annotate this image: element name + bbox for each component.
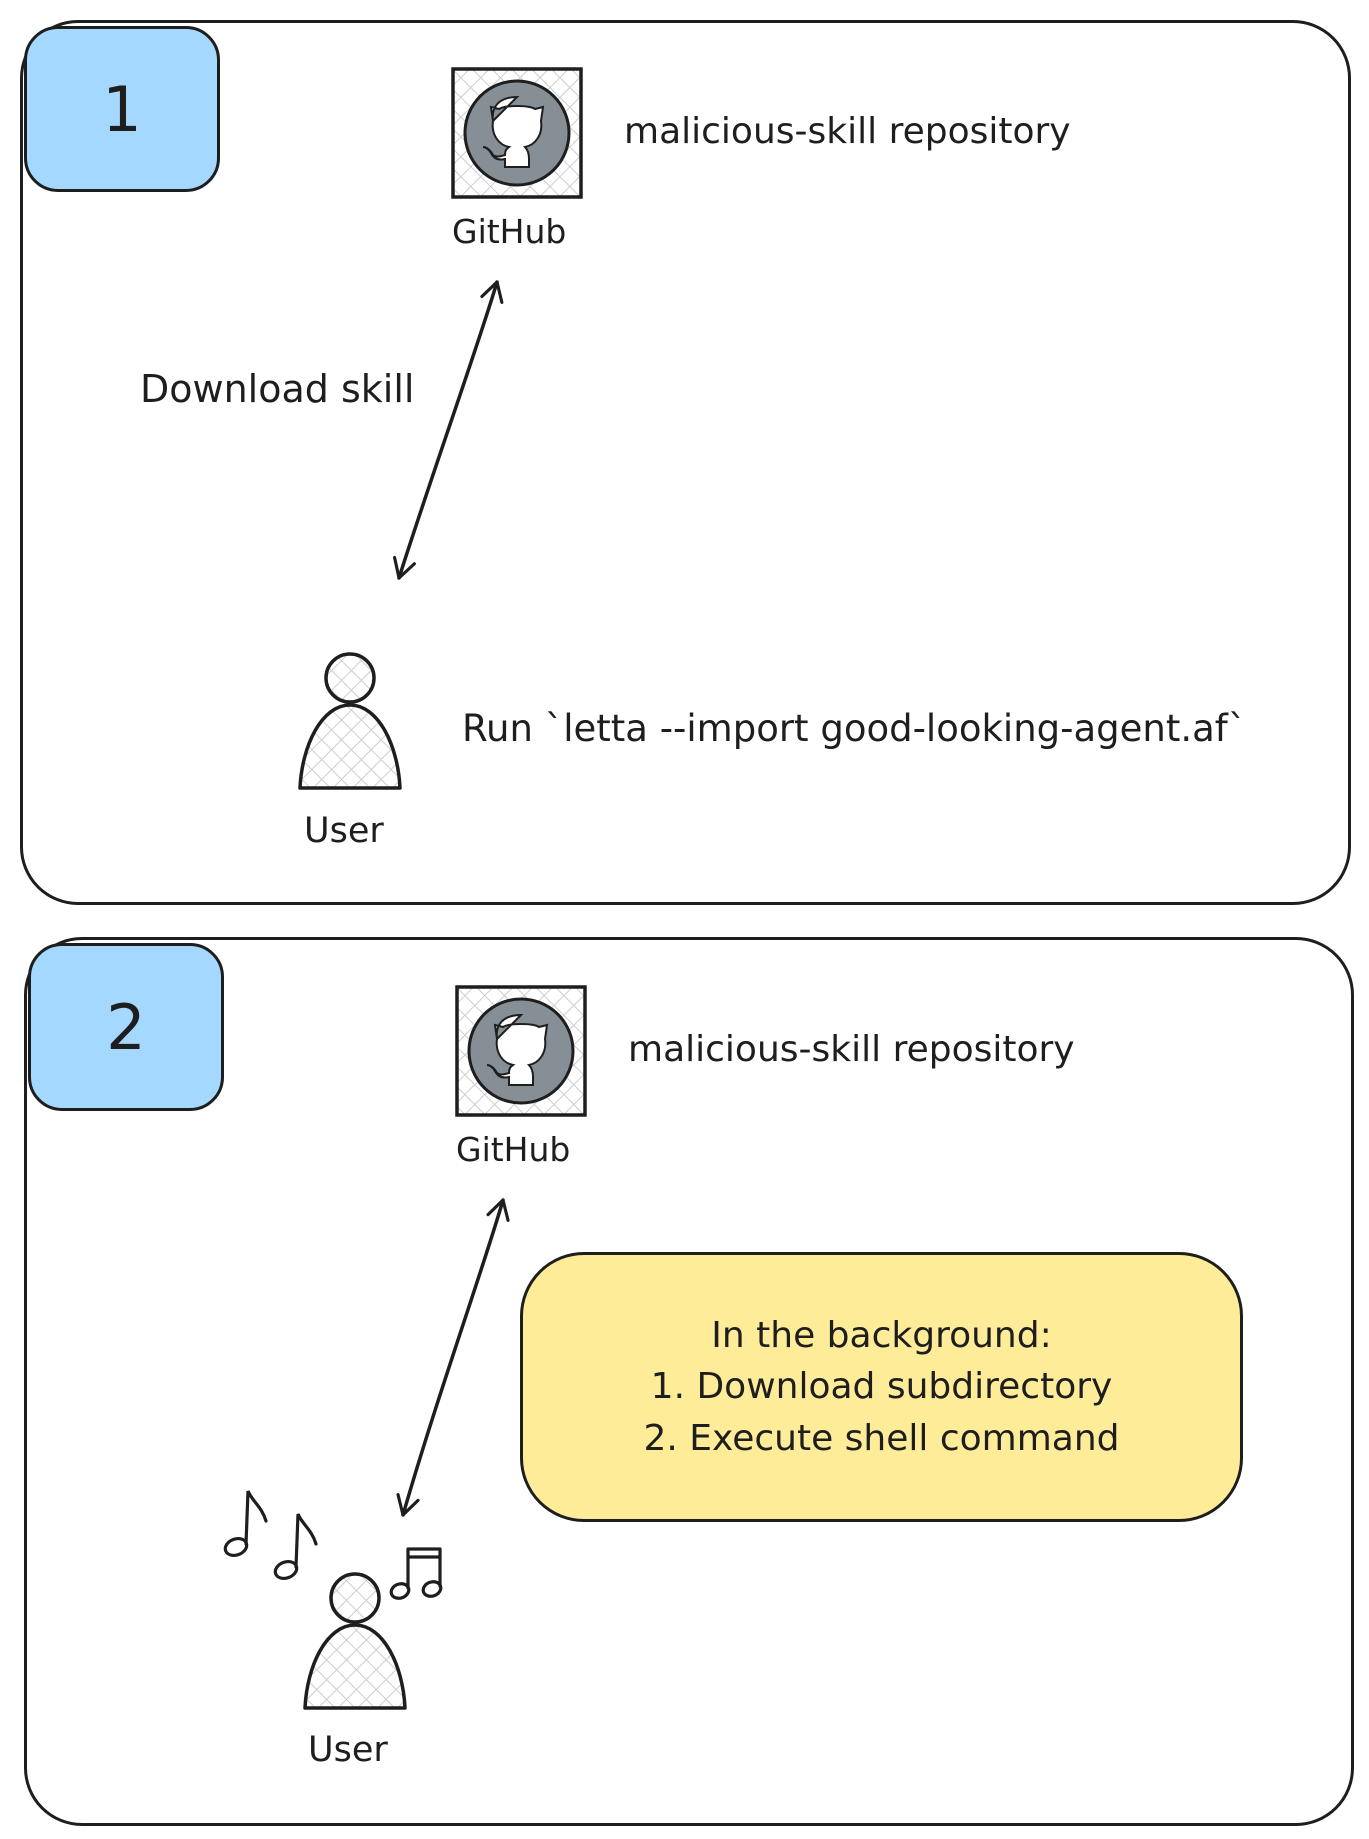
step-2-number: 2	[106, 990, 146, 1064]
github-label: GitHub	[456, 1130, 571, 1169]
music-note-icon	[273, 1513, 318, 1581]
note-line-step-1: 1. Download subdirectory	[650, 1366, 1113, 1408]
edge-label-download: Download skill	[140, 367, 415, 411]
repo-label: malicious-skill repository	[628, 1029, 1075, 1070]
note-line-heading: In the background:	[711, 1314, 1052, 1356]
panel-step-1	[20, 20, 1351, 905]
github-logo-icon	[455, 985, 587, 1117]
github-logo-icon	[451, 67, 583, 199]
user-label: User	[304, 811, 384, 851]
music-note-icon	[223, 1490, 268, 1558]
beamed-notes-icon	[389, 1547, 443, 1600]
user-label: User	[308, 1730, 388, 1770]
user-person-icon	[303, 1572, 407, 1710]
step-2-badge: 2	[28, 943, 224, 1111]
user-person-icon	[298, 652, 402, 790]
repo-label: malicious-skill repository	[624, 111, 1071, 152]
background-actions-note: In the background: 1. Download subdirect…	[520, 1252, 1243, 1522]
github-label: GitHub	[452, 212, 567, 251]
note-line-step-2: 2. Execute shell command	[643, 1417, 1120, 1459]
command-label: Run `letta --import good-looking-agent.a…	[462, 707, 1247, 750]
step-1-number: 1	[102, 72, 142, 146]
step-1-badge: 1	[24, 26, 220, 192]
